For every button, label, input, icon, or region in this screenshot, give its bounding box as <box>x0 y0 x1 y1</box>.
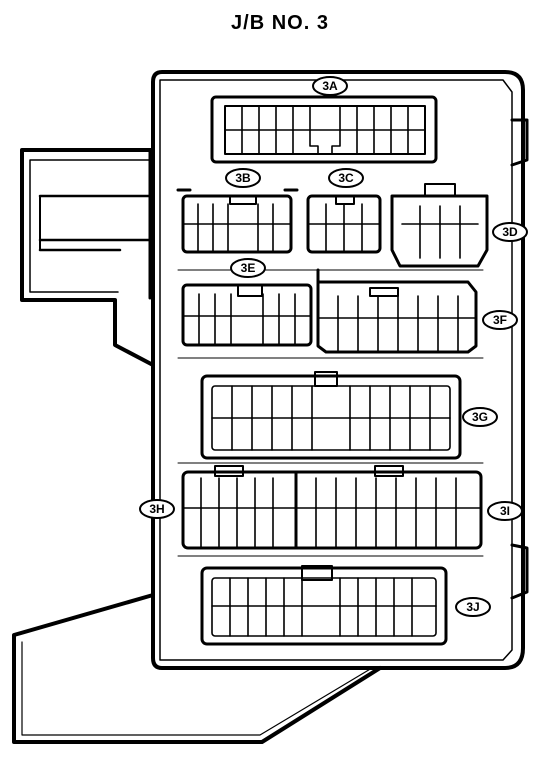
connector-3F <box>316 268 478 354</box>
label-3J-bubble <box>455 597 491 617</box>
right-tab-lower <box>510 543 529 600</box>
label-3H-bubble <box>139 499 175 519</box>
label-3F-bubble <box>482 310 518 330</box>
label-3J: 3J <box>466 600 479 614</box>
housing-outline <box>151 70 525 670</box>
label-3A-bubble <box>312 76 348 96</box>
housing-inner-outline <box>159 79 513 661</box>
label-3B-bubble <box>225 168 261 188</box>
connector-3C <box>306 194 382 254</box>
label-3E-bubble <box>230 258 266 278</box>
divider-lines <box>177 269 484 557</box>
connector-3A-shell <box>210 95 438 164</box>
connector-3E <box>181 283 313 347</box>
connector-3G <box>200 371 462 460</box>
connector-3A <box>210 95 438 164</box>
label-3I-bubble <box>487 501 523 521</box>
strap-inner <box>21 641 373 736</box>
right-tab-upper <box>510 118 529 167</box>
connector-3J <box>200 565 448 646</box>
label-3B: 3B <box>235 171 251 185</box>
label-3H: 3H <box>149 502 164 516</box>
label-3F: 3F <box>493 313 507 327</box>
label-3G: 3G <box>472 410 488 424</box>
label-3I: 3I <box>500 504 510 518</box>
callout-labels: 3A 3B 3C 3D 3E 3F 3G 3H 3I 3J <box>139 76 528 617</box>
connector-3H-3I <box>181 465 483 550</box>
connector-3D <box>390 183 489 268</box>
label-3A: 3A <box>322 79 338 93</box>
label-3C: 3C <box>338 171 354 185</box>
label-3G-bubble <box>462 407 498 427</box>
left-bracket <box>12 148 382 744</box>
label-3C-bubble <box>328 168 364 188</box>
label-3D-bubble <box>492 222 528 242</box>
left-bracket-inner <box>29 159 154 293</box>
label-3E: 3E <box>241 261 256 275</box>
label-3D: 3D <box>502 225 518 239</box>
connector-3B <box>176 188 299 254</box>
diagram-title: J/B NO. 3 <box>231 12 329 34</box>
left-bracket-slot <box>38 194 152 252</box>
